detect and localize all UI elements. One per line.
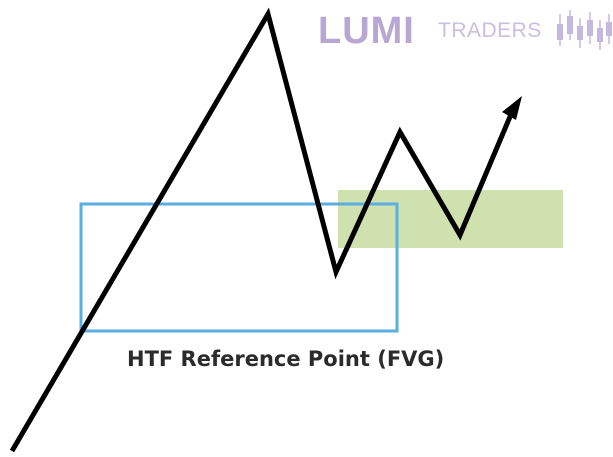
htf-reference-caption: HTF Reference Point (FVG): [127, 347, 445, 371]
candlestick-chart-icon: [557, 10, 612, 50]
price-path-line: [9, 7, 515, 453]
arrow-up-right-icon: [502, 96, 522, 120]
htf-reference-box: [79, 202, 399, 333]
brand-logo-lumi: LUMI: [318, 10, 415, 52]
brand-logo-traders: TRADERS: [438, 19, 542, 42]
